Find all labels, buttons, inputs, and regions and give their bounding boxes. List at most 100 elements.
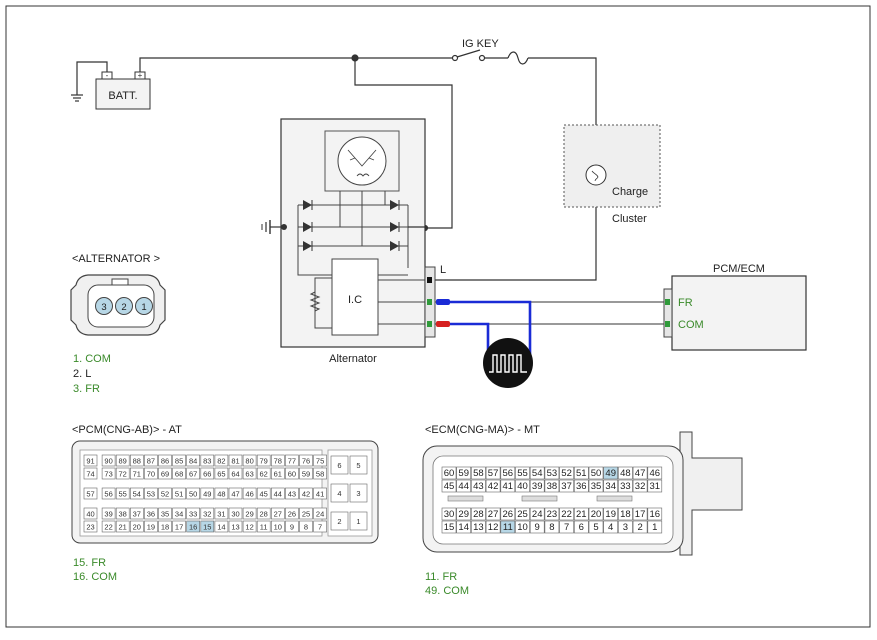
ecm-pin-5: 5 bbox=[593, 522, 598, 533]
pcm-pin-66-cell bbox=[200, 467, 215, 480]
pcm-pin-16: 16 bbox=[189, 523, 197, 532]
pcm-pin-33-cell bbox=[186, 507, 200, 520]
ecm-pin-36-cell bbox=[573, 479, 589, 493]
ecm-pin-23: 23 bbox=[547, 509, 558, 520]
pcm-pin-24: 24 bbox=[316, 510, 324, 519]
alternator-connector: 3 2 1 bbox=[70, 274, 166, 336]
pcm-pin-57-cell bbox=[83, 487, 98, 500]
pcm-pin-31-cell bbox=[214, 507, 229, 520]
pcm-pin-70: 70 bbox=[147, 470, 155, 479]
alt-legend-1: 1. COM bbox=[73, 353, 111, 365]
pcm-pin-79: 79 bbox=[260, 457, 268, 466]
pcm-pin-33: 33 bbox=[189, 510, 197, 519]
ecm-pin-7-cell bbox=[559, 520, 574, 534]
ecm-pin-18-cell bbox=[618, 507, 633, 521]
ecm-pin-31: 31 bbox=[650, 481, 661, 492]
pcm-pin-76-cell bbox=[299, 454, 313, 467]
ig-key-label: IG KEY bbox=[462, 38, 499, 50]
ecm-pin-53-cell bbox=[544, 466, 560, 480]
pcm-pin-83: 83 bbox=[203, 457, 211, 466]
pcm-pin-56-cell bbox=[101, 487, 116, 500]
ecm-pin-34-cell bbox=[603, 479, 619, 493]
pcm-pin-37-cell bbox=[130, 507, 144, 520]
pcm-pin-56: 56 bbox=[104, 490, 112, 499]
pcm-pin-40: 40 bbox=[86, 510, 94, 519]
pcm-pin-15-cell bbox=[200, 520, 215, 533]
ecm-pin-54-cell bbox=[529, 466, 545, 480]
pcm-pin-84-cell bbox=[186, 454, 200, 467]
pcm-pin-31: 31 bbox=[217, 510, 225, 519]
pcm-pin-49-cell bbox=[200, 487, 215, 500]
ecm-pin-46: 46 bbox=[650, 468, 661, 479]
ecm-pin-4: 4 bbox=[608, 522, 613, 533]
ecm-pin-30: 30 bbox=[444, 509, 455, 520]
ecm-pin-42: 42 bbox=[488, 481, 499, 492]
pcm-pin-4: 4 bbox=[337, 489, 341, 498]
ecm-pin-3-cell bbox=[618, 520, 633, 534]
ecm-pin-23-cell bbox=[544, 507, 560, 521]
pcm-pin-8-cell bbox=[299, 520, 313, 533]
battery-minus: - bbox=[106, 71, 109, 80]
ecm-pin-5-cell bbox=[588, 520, 604, 534]
cluster-label: Cluster bbox=[612, 213, 647, 225]
pcm-pin-21-cell bbox=[115, 520, 130, 533]
pcm-pin-74: 74 bbox=[86, 470, 94, 479]
pcm-pin-40-cell bbox=[83, 507, 98, 520]
pcm-pin-76: 76 bbox=[302, 457, 310, 466]
ecm-pin-11-cell bbox=[500, 520, 516, 534]
pcm-pin-61-cell bbox=[270, 467, 285, 480]
pcm-pin-1: 1 bbox=[356, 517, 360, 526]
pcm-pin-14: 14 bbox=[217, 523, 225, 532]
pcm-pin-49: 49 bbox=[203, 490, 211, 499]
ecm-pin-56: 56 bbox=[503, 468, 514, 479]
pcm-pin-52-cell bbox=[158, 487, 172, 500]
pcm-pin-30: 30 bbox=[231, 510, 239, 519]
pcm-connector-title: <PCM(CNG-AB)> - AT bbox=[72, 424, 182, 436]
ecm-pin-39: 39 bbox=[532, 481, 543, 492]
pcm-pin-42-cell bbox=[299, 487, 313, 500]
pcm-pin-20-cell bbox=[130, 520, 144, 533]
ecm-pin-15: 15 bbox=[444, 522, 455, 533]
ecm-pin-17-cell bbox=[632, 507, 648, 521]
pcm-pin-38-cell bbox=[115, 507, 130, 520]
ecm-pin-57-cell bbox=[485, 466, 501, 480]
pcm-pin-84: 84 bbox=[189, 457, 197, 466]
pcm-pin-67-cell bbox=[186, 467, 200, 480]
ecm-pin-34: 34 bbox=[605, 481, 616, 492]
ecm-pin-8-cell bbox=[544, 520, 560, 534]
pcm-com-label: COM bbox=[678, 319, 704, 331]
ic-label: I.C bbox=[348, 294, 362, 306]
ecm-pin-10-cell bbox=[515, 520, 530, 534]
pcm-pin-62: 62 bbox=[260, 470, 268, 479]
pcm-pin-78-cell bbox=[270, 454, 285, 467]
ecm-pin-9: 9 bbox=[535, 522, 540, 533]
battery-label: BATT. bbox=[108, 90, 137, 102]
ecm-pin-24: 24 bbox=[532, 509, 543, 520]
ecm-pin-31-cell bbox=[647, 479, 663, 493]
ecm-pin-54: 54 bbox=[532, 468, 543, 479]
pcm-pin-71: 71 bbox=[133, 470, 141, 479]
pcm-pin-39-cell bbox=[101, 507, 116, 520]
pcm-pin-11-cell bbox=[256, 520, 271, 533]
pcm-pin-78: 78 bbox=[274, 457, 282, 466]
ecm-pin-28-cell bbox=[471, 507, 486, 521]
pcm-pin-26-cell bbox=[285, 507, 299, 520]
pcm-pin-22: 22 bbox=[104, 523, 112, 532]
pcm-pin-50-cell bbox=[186, 487, 200, 500]
ecm-pin-22-cell bbox=[559, 507, 574, 521]
ecm-pin-12-cell bbox=[485, 520, 501, 534]
ecm-pin-55-cell bbox=[515, 466, 530, 480]
pcm-pin-80-cell bbox=[242, 454, 257, 467]
pcm-pin-87: 87 bbox=[147, 457, 155, 466]
pcm-pin-4-cell bbox=[330, 483, 349, 503]
pcm-pin-50: 50 bbox=[189, 490, 197, 499]
ecm-pin-60: 60 bbox=[444, 468, 455, 479]
pcm-pin-26: 26 bbox=[288, 510, 296, 519]
pcm-pin-25: 25 bbox=[302, 510, 310, 519]
ecm-pin-51: 51 bbox=[576, 468, 587, 479]
ecm-pin-33: 33 bbox=[620, 481, 631, 492]
ecm-pin-17: 17 bbox=[635, 509, 646, 520]
pcm-pin-12: 12 bbox=[245, 523, 253, 532]
pcm-pin-15: 15 bbox=[203, 523, 211, 532]
